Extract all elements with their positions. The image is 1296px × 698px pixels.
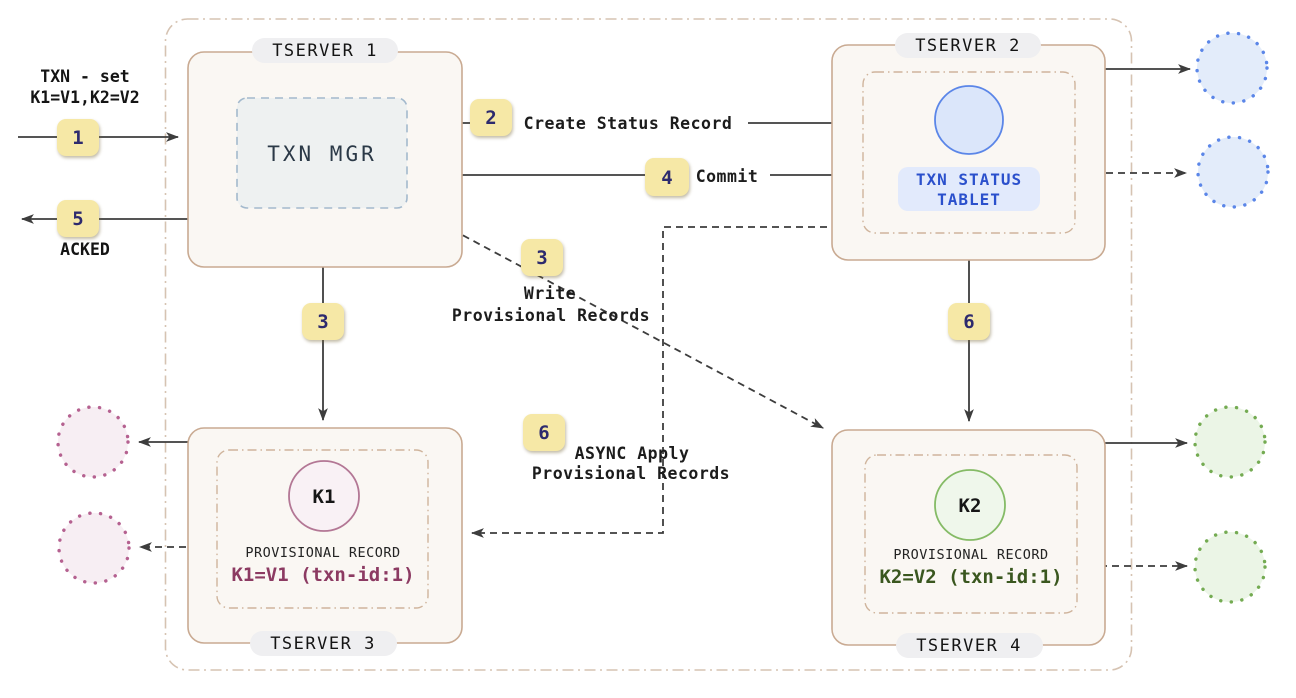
write-provisional-label-line1: Write [524,284,576,303]
commit-label: Commit [696,167,759,186]
txn-mgr-label: TXN MGR [267,142,377,166]
step-badge-1-bg [57,119,99,156]
tserver1-label: TSERVER 1 [272,41,378,61]
txn-status-tablet-label-line2: TABLET [937,190,1001,209]
k1-circle [288,460,360,532]
txn-mgr-box [236,97,408,209]
step-badge-5-bg [57,200,99,237]
step-badge-3-vertical-number: 3 [317,311,328,333]
tserver2-tablet-box [862,71,1076,234]
tserver3-pill [250,631,397,656]
step-badge-3-vertical: 3 [302,303,344,340]
client-request-label-line1: TXN - set [40,67,129,86]
k1-label: K1 [313,486,336,508]
create-status-record-label: Create Status Record [524,114,733,133]
step-badge-4-number: 4 [661,167,672,189]
t4-record-value: K2=V2 (txn-id:1) [879,566,1062,588]
tserver2-label: TSERVER 2 [915,36,1021,56]
tserver4-pill [896,633,1043,658]
step-badge-2-number: 2 [485,107,496,129]
step-badge-2: 2 [470,99,512,136]
step-badge-3-diagonal-bg [521,239,563,276]
step-badge-4: 4 [645,158,689,196]
step-badge-6-vertical-bg [948,303,990,340]
txn-status-tablet-label-line1: TXN STATUS [916,170,1022,189]
edge-write-provisional-t4 [409,206,824,429]
t3-record-value: K1=V1 (txn-id:1) [231,564,414,586]
step-badge-3-vertical-bg [302,303,344,340]
txn-status-circle [934,85,1004,155]
write-provisional-label-line2: Provisional Records [452,306,650,325]
tserver1-pill [252,38,398,63]
tserver3-record-box [216,449,429,609]
step-badge-6-vertical-number: 6 [963,311,974,333]
client-request-label-line2: K1=V1,K2=V2 [30,88,139,107]
k2-circle [934,469,1006,541]
txn-status-tablet-badge [898,167,1040,211]
step-badge-1-number: 1 [72,127,83,149]
tserver4-label: TSERVER 4 [916,636,1022,656]
step-badge-2-bg [470,99,512,136]
step-badge-1: 1 [57,119,99,156]
acked-label: ACKED [60,240,110,259]
step-badge-5: 5 [57,200,99,237]
tserver2-pill [895,33,1041,58]
status-replica-circle-1 [1195,31,1269,105]
async-apply-label-line2: Provisional Records [532,464,730,483]
t4-record-title: PROVISIONAL RECORD [893,547,1048,563]
k2-replica-circle-1 [1193,405,1267,479]
step-badge-4-bg [645,158,689,196]
step-badge-3-diagonal-number: 3 [536,247,547,269]
k1-replica-circle-1 [56,405,130,479]
tserver4-record-box [864,454,1078,614]
status-replica-circle-2 [1196,135,1270,209]
step-badge-6-vertical: 6 [948,303,990,340]
step-badge-3-diagonal: 3 [521,239,563,276]
k2-label: K2 [959,495,982,517]
step-badge-5-number: 5 [72,208,83,230]
k2-replica-circle-2 [1193,530,1267,604]
k1-replica-circle-2 [57,511,131,585]
tserver3-label: TSERVER 3 [270,634,376,654]
step-badge-6-async-bg [523,414,565,451]
t3-record-title: PROVISIONAL RECORD [245,545,400,561]
step-badge-6-async-number: 6 [538,422,549,444]
step-badge-6-async: 6 [523,414,565,451]
async-apply-label-line1: ASYNC Apply [575,444,690,463]
edge-async-apply-t3 [470,226,863,538]
cluster-boundary [164,18,1133,671]
